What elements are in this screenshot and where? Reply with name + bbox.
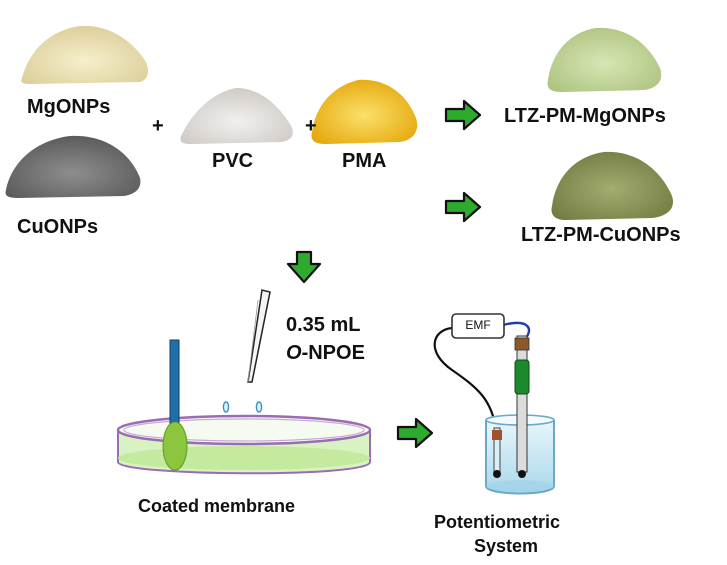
mg-product-label: LTZ-PM-MgONPs (504, 105, 666, 127)
droplet (222, 401, 230, 413)
cuo-label: CuONPs (17, 216, 99, 238)
potentiometric-setup (433, 313, 555, 495)
cu-product-label: LTZ-PM-CuONPs (521, 224, 681, 246)
indicator-electrode (516, 335, 528, 473)
emf-meter-label: EMF (465, 318, 491, 332)
arrow-to-cu-product (444, 191, 482, 223)
arrow-to-potentiometric-system (396, 417, 434, 449)
cu-product-powder-pile (551, 151, 674, 220)
mgo-label: MgONPs (27, 96, 111, 118)
pvc-label: PVC (212, 150, 254, 172)
pipette (247, 289, 271, 383)
coated-electrode-tip (162, 421, 188, 471)
system-label-line2: System (474, 536, 539, 556)
system-label-line1: Potentiometric (434, 512, 561, 532)
petri-dish (116, 414, 372, 475)
membrane-label: Coated membrane (138, 496, 296, 516)
arrow-down-to-membrane (286, 250, 322, 284)
mg-product-powder-pile (547, 27, 662, 92)
pma-powder-pile (311, 79, 418, 144)
plasticizer-name: O-NPOE (286, 342, 365, 364)
plasticizer-volume: 0.35 mL (286, 314, 361, 336)
emf-meter (451, 313, 505, 339)
cuo-powder-pile (5, 135, 141, 198)
plus-sign: + (305, 115, 317, 137)
droplet (255, 401, 263, 413)
mgo-powder-pile (21, 25, 148, 85)
pvc-powder-pile (180, 88, 293, 144)
plus-sign: + (152, 115, 164, 137)
pma-label: PMA (342, 150, 387, 172)
arrow-to-mg-product (444, 99, 482, 131)
